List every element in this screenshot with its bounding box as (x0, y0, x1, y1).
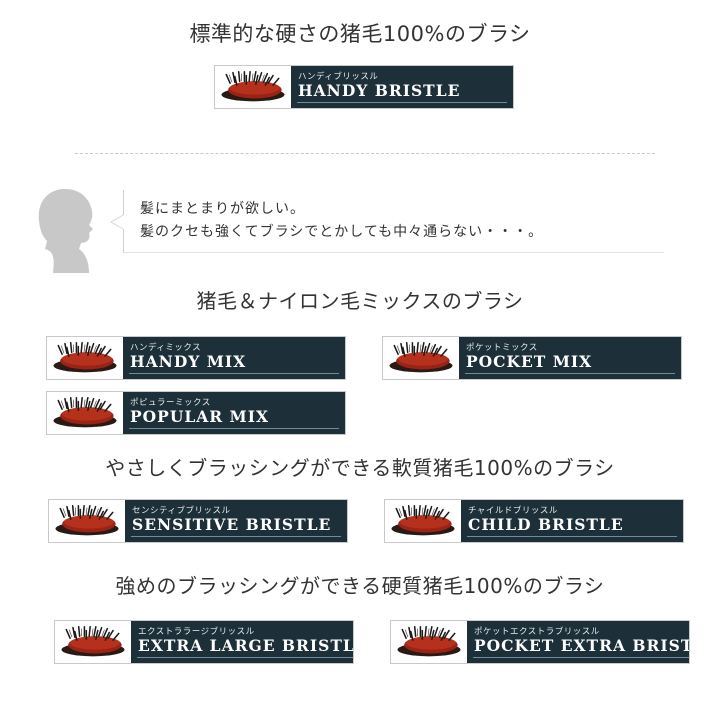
product-name: HANDY BRISTLE (298, 81, 461, 100)
product-kana: ポピュラーミックス (130, 398, 211, 408)
product-button-handy-bristle[interactable]: ハンディブリッスル HANDY BRISTLE (214, 65, 514, 109)
product-name: EXTRA LARGE BRISTLE (138, 636, 354, 655)
product-button-handy-mix[interactable]: ハンディミックス HANDY MIX (46, 336, 346, 380)
dashed-divider (75, 153, 655, 154)
brush-image (385, 500, 461, 542)
product-kana: ポケットミックス (466, 343, 538, 353)
hair-brush-icon (50, 500, 124, 542)
section-heading-standard: 標準的な硬さの猪毛100%のブラシ (189, 22, 531, 46)
hair-brush-icon (392, 621, 466, 663)
section-heading-mix: 猪毛＆ナイロン毛ミックスのブラシ (196, 289, 524, 313)
section-heading-soft: やさしくブラッシングができる軟質猪毛100%のブラシ (105, 456, 615, 480)
product-name: POCKET MIX (466, 352, 593, 371)
product-button-pocket-extra-bristle[interactable]: ポケットエクストラブリッスル POCKET EXTRA BRISTLE (390, 620, 690, 664)
hair-brush-icon (386, 500, 460, 542)
product-kana: エクストララージブリッスル (138, 627, 255, 637)
brush-image (383, 337, 459, 379)
product-name: POPULAR MIX (130, 407, 269, 426)
product-button-pocket-mix[interactable]: ポケットミックス POCKET MIX (382, 336, 682, 380)
product-name: CHILD BRISTLE (468, 515, 624, 534)
product-button-child-bristle[interactable]: チャイルドブリッスル CHILD BRISTLE (384, 499, 684, 543)
hair-brush-icon (56, 621, 130, 663)
brush-image (49, 500, 125, 542)
product-kana: センシティブブリッスル (132, 506, 231, 516)
product-kana: チャイルドブリッスル (468, 506, 558, 516)
product-name: POCKET EXTRA BRISTLE (474, 636, 689, 655)
brush-image (47, 337, 123, 379)
product-name: SENSITIVE BRISTLE (132, 515, 332, 534)
product-kana: ポケットエクストラブリッスル (474, 627, 600, 637)
product-name: HANDY MIX (130, 352, 247, 371)
hair-brush-icon (384, 337, 458, 379)
hair-brush-icon (48, 392, 122, 434)
speech-bubble: 髪にまとまりが欲しい。 髪のクセも強くてブラシでとかしても中々通らない・・・。 (110, 190, 664, 253)
product-kana: ハンディミックス (130, 343, 202, 353)
bubble-line-1: 髪にまとまりが欲しい。 (140, 201, 305, 217)
product-button-popular-mix[interactable]: ポピュラーミックス POPULAR MIX (46, 391, 346, 435)
product-button-sensitive-bristle[interactable]: センシティブブリッスル SENSITIVE BRISTLE (48, 499, 348, 543)
person-silhouette-icon (38, 189, 93, 273)
product-kana: ハンディブリッスル (298, 72, 379, 82)
brush-image (47, 392, 123, 434)
brush-image (215, 66, 291, 108)
product-button-extra-large-bristle[interactable]: エクストララージブリッスル EXTRA LARGE BRISTLE (54, 620, 354, 664)
brush-image (391, 621, 467, 663)
bubble-line-2: 髪のクセも強くてブラシでとかしても中々通らない・・・。 (140, 224, 544, 240)
hair-brush-icon (216, 66, 290, 108)
brush-image (55, 621, 131, 663)
section-heading-hard: 強めのブラッシングができる硬質猪毛100%のブラシ (115, 574, 605, 598)
hair-brush-icon (48, 337, 122, 379)
